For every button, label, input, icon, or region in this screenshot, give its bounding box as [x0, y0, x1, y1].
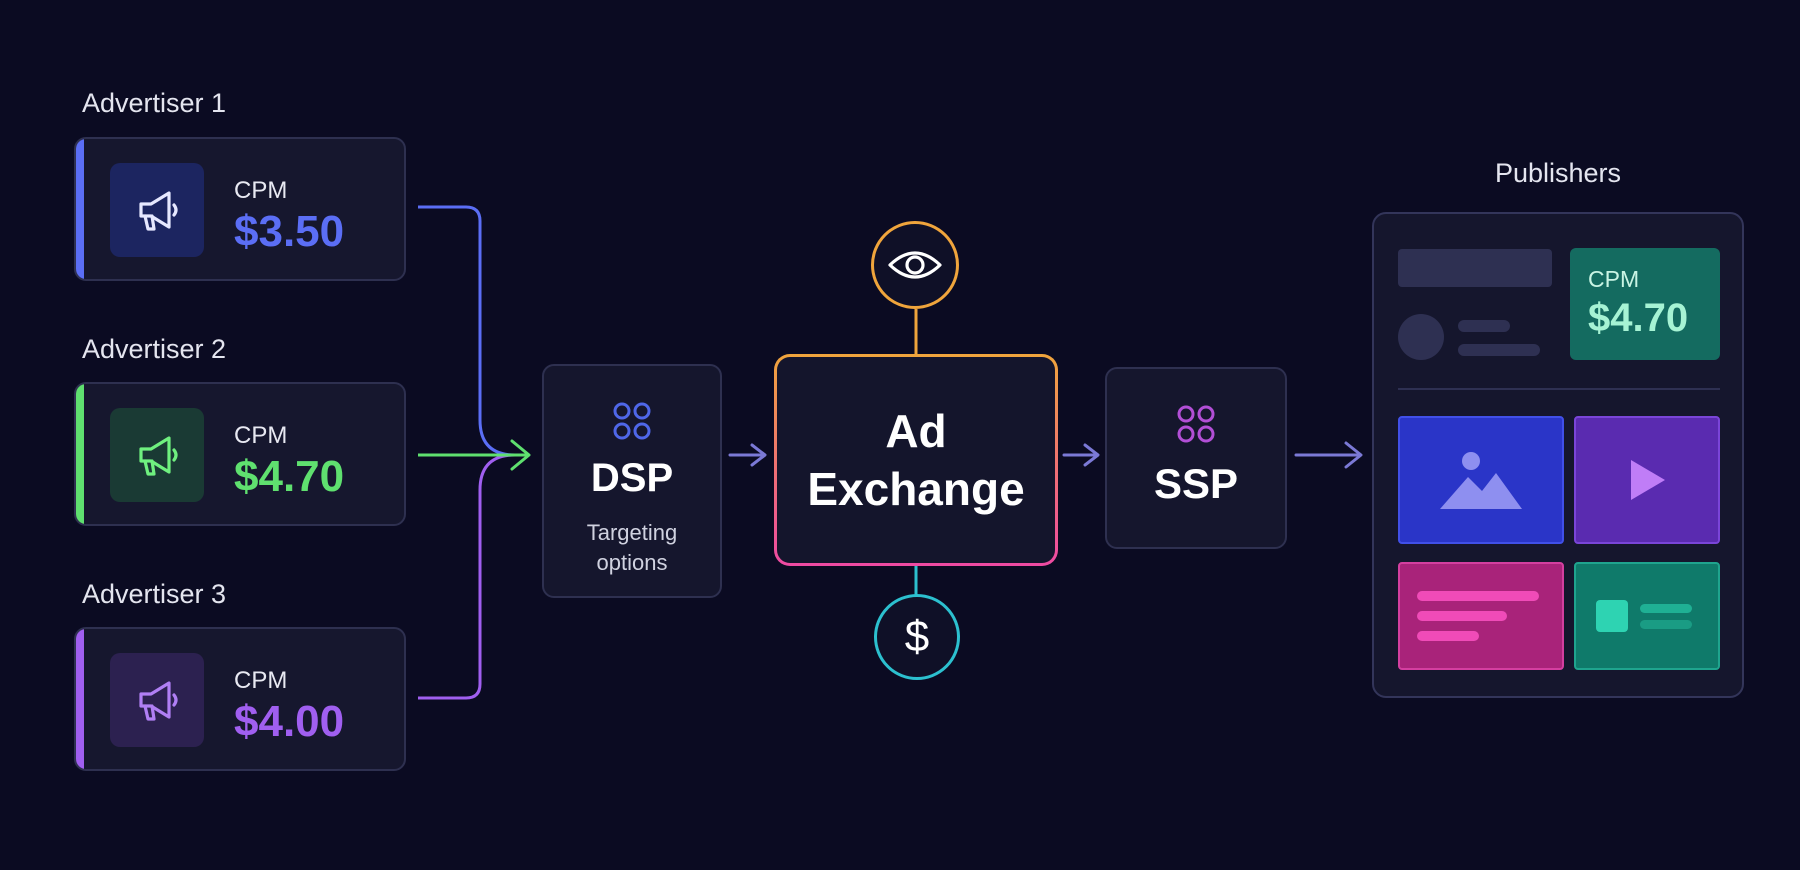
advertiser-1-label: Advertiser 1: [82, 88, 227, 118]
eye-icon: [871, 221, 959, 309]
advertiser-1-card[interactable]: CPM $3.50: [74, 137, 406, 281]
header-placeholder-bar: [1398, 249, 1552, 287]
card-tile[interactable]: [1574, 562, 1720, 670]
publisher-cpm-badge: CPM $4.70: [1570, 248, 1720, 360]
wire-advertiser-3: [418, 453, 528, 700]
grid-dots-icon: [613, 402, 651, 440]
advertiser-3-card[interactable]: CPM $4.00: [74, 627, 406, 771]
ad-exchange-title-line-2: Exchange: [807, 463, 1025, 515]
megaphone-icon: [110, 653, 204, 747]
play-icon: [1631, 460, 1665, 500]
ad-exchange-title: Ad Exchange: [807, 402, 1024, 518]
megaphone-icon: [110, 163, 204, 257]
advertiser-2-accent: [76, 384, 84, 524]
text-placeholder-line: [1458, 320, 1510, 332]
publisher-cpm-label: CPM: [1588, 266, 1640, 292]
avatar-placeholder: [1398, 314, 1444, 360]
advertiser-3-cpm-label: CPM: [234, 667, 288, 694]
video-tile[interactable]: [1574, 416, 1720, 544]
dsp-title: DSP: [590, 456, 674, 500]
dollar-icon: $: [874, 594, 960, 680]
advertiser-3-cpm-value: $4.00: [234, 697, 345, 746]
publishers-label: Publishers: [1494, 158, 1622, 188]
wire-advertiser-1: [418, 205, 528, 457]
arrowhead-dsp: [510, 439, 531, 471]
ssp-box[interactable]: SSP: [1105, 367, 1287, 549]
card-icon: [1596, 600, 1692, 632]
publisher-cpm-value: $4.70: [1588, 296, 1689, 340]
advertiser-2-cpm-value: $4.70: [234, 452, 345, 501]
text-tile[interactable]: [1398, 562, 1564, 670]
arrow-exchange-ssp: [1062, 443, 1100, 467]
advertiser-1-cpm-label: CPM: [234, 177, 288, 204]
divider: [1398, 388, 1720, 390]
image-icon: [1440, 452, 1522, 509]
grid-dots-icon: [1177, 405, 1215, 443]
text-placeholder-line: [1458, 344, 1540, 356]
advertiser-1-cpm-value: $3.50: [234, 207, 345, 256]
dsp-box[interactable]: DSP Targeting options: [542, 364, 722, 598]
advertiser-2-cpm-label: CPM: [234, 422, 288, 449]
advertiser-1-accent: [76, 139, 84, 279]
advertiser-3-label: Advertiser 3: [82, 579, 227, 609]
dsp-subtitle-line-2: options: [596, 550, 668, 575]
dsp-subtitle: Targeting options: [544, 518, 720, 578]
dsp-subtitle-line-1: Targeting: [586, 520, 678, 545]
advertiser-3-accent: [76, 629, 84, 769]
dollar-symbol: $: [904, 612, 930, 661]
arrow-dsp-exchange: [728, 443, 767, 467]
image-tile[interactable]: [1398, 416, 1564, 544]
advertiser-2-card[interactable]: CPM $4.70: [74, 382, 406, 526]
advertiser-2-label: Advertiser 2: [82, 334, 227, 364]
text-lines-icon: [1417, 591, 1539, 641]
ad-exchange-title-line-1: Ad: [885, 405, 947, 457]
megaphone-icon: [110, 408, 204, 502]
publishers-panel[interactable]: CPM $4.70: [1372, 212, 1744, 698]
ssp-title: SSP: [1153, 460, 1239, 507]
arrow-ssp-publishers: [1294, 441, 1363, 469]
ad-exchange-box[interactable]: Ad Exchange: [774, 354, 1058, 566]
